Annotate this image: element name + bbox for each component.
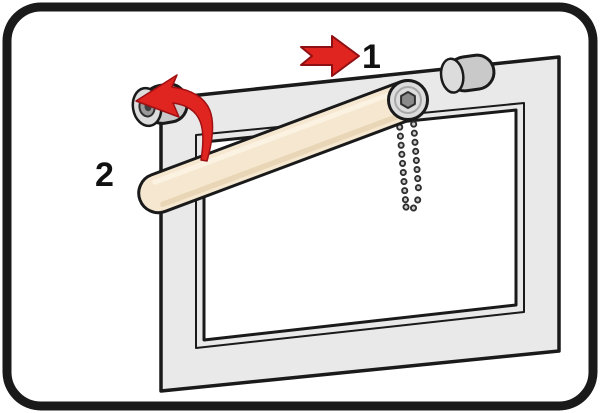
right-bracket — [439, 53, 496, 94]
end-cap-ring — [394, 86, 422, 114]
step-2: 2 — [95, 74, 214, 194]
step-1: 1 — [300, 35, 381, 77]
chain-bottom-loop-light — [404, 194, 421, 212]
roller-tube-shade — [160, 109, 413, 207]
slide-right-arrow-icon — [300, 35, 360, 77]
chain-strand-front-light — [397, 116, 408, 209]
roller-tube — [137, 79, 429, 215]
right-bracket-face — [439, 57, 465, 94]
roller-end-cap — [387, 79, 429, 121]
hex-socket-icon — [400, 91, 416, 109]
roller-tube-highlight — [152, 88, 401, 185]
rotate-curved-arrow-icon — [135, 74, 214, 162]
step-2-label: 2 — [95, 156, 114, 194]
step-1-label: 1 — [362, 38, 381, 76]
